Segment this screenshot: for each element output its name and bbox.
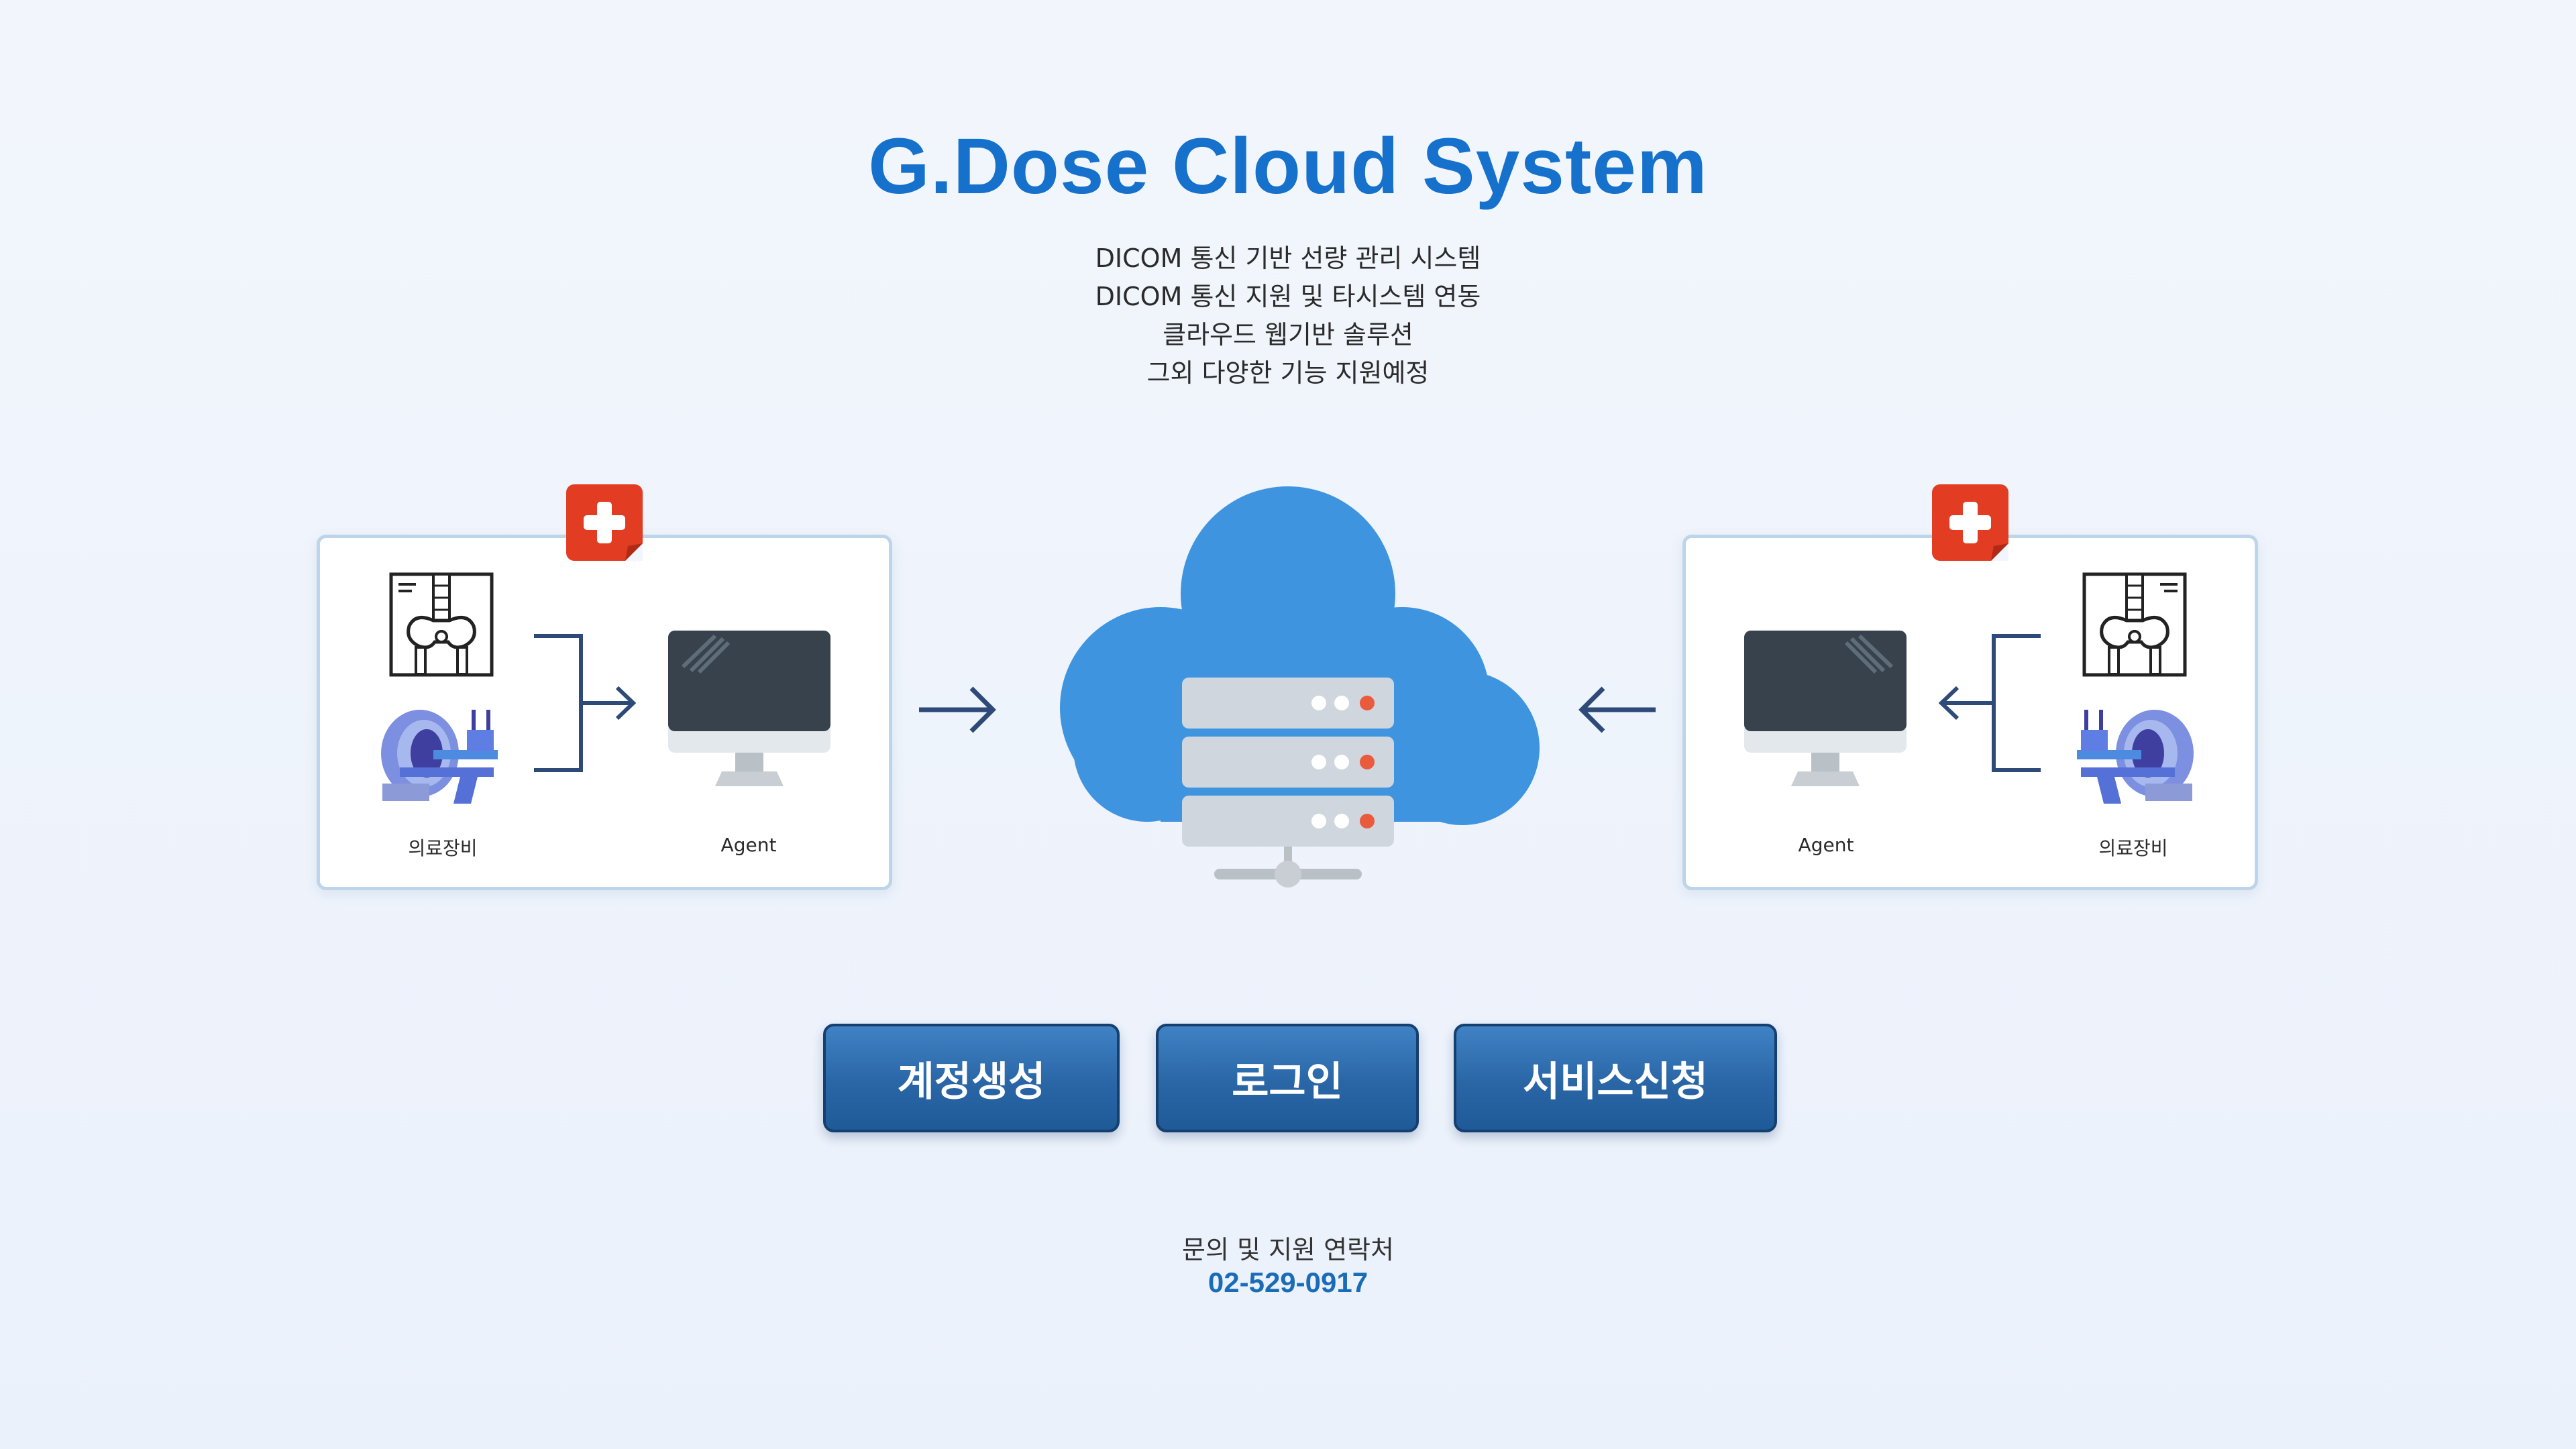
monitor-icon [668,631,830,786]
login-button[interactable]: 로그인 [1156,1024,1419,1132]
feature-item: 클라우드 웹기반 솔루션 [1163,320,1413,350]
feature-item: DICOM 통신 기반 선량 관리 시스템 [1095,244,1481,273]
contact-phone[interactable]: 02-529-0917 [1208,1267,1368,1298]
connector-bracket [534,634,637,772]
xray-icon [2082,572,2187,677]
feature-item: DICOM 통신 지원 및 타시스템 연동 [1095,282,1481,311]
xray-icon [389,572,494,677]
mri-scanner-icon [2077,710,2194,804]
service-request-button[interactable]: 서비스신청 [1454,1024,1777,1132]
hospital-cross-icon [1932,484,2008,561]
hospital-cross-icon [566,484,643,561]
monitor-icon [1744,631,1907,786]
device-label: 의료장비 [2098,837,2168,859]
agent-label: Agent [720,834,777,856]
create-account-button[interactable]: 계정생성 [823,1024,1120,1132]
arrow-right-icon [919,686,996,733]
connector-bracket [1938,634,2041,772]
mri-scanner-icon [381,710,498,804]
feature-list: DICOM 통신 기반 선량 관리 시스템 DICOM 통신 지원 및 타시스템… [0,239,2576,392]
agent-label: Agent [1798,834,1854,856]
device-label: 의료장비 [408,837,478,859]
arrow-left-icon [1578,686,1656,733]
feature-item: 그외 다양한 기능 지원예정 [1146,358,1430,388]
cloud-server-icon [1060,486,1540,888]
page-title: G.Dose Cloud System [868,122,1708,211]
contact-label: 문의 및 지원 연락처 [1182,1235,1394,1265]
